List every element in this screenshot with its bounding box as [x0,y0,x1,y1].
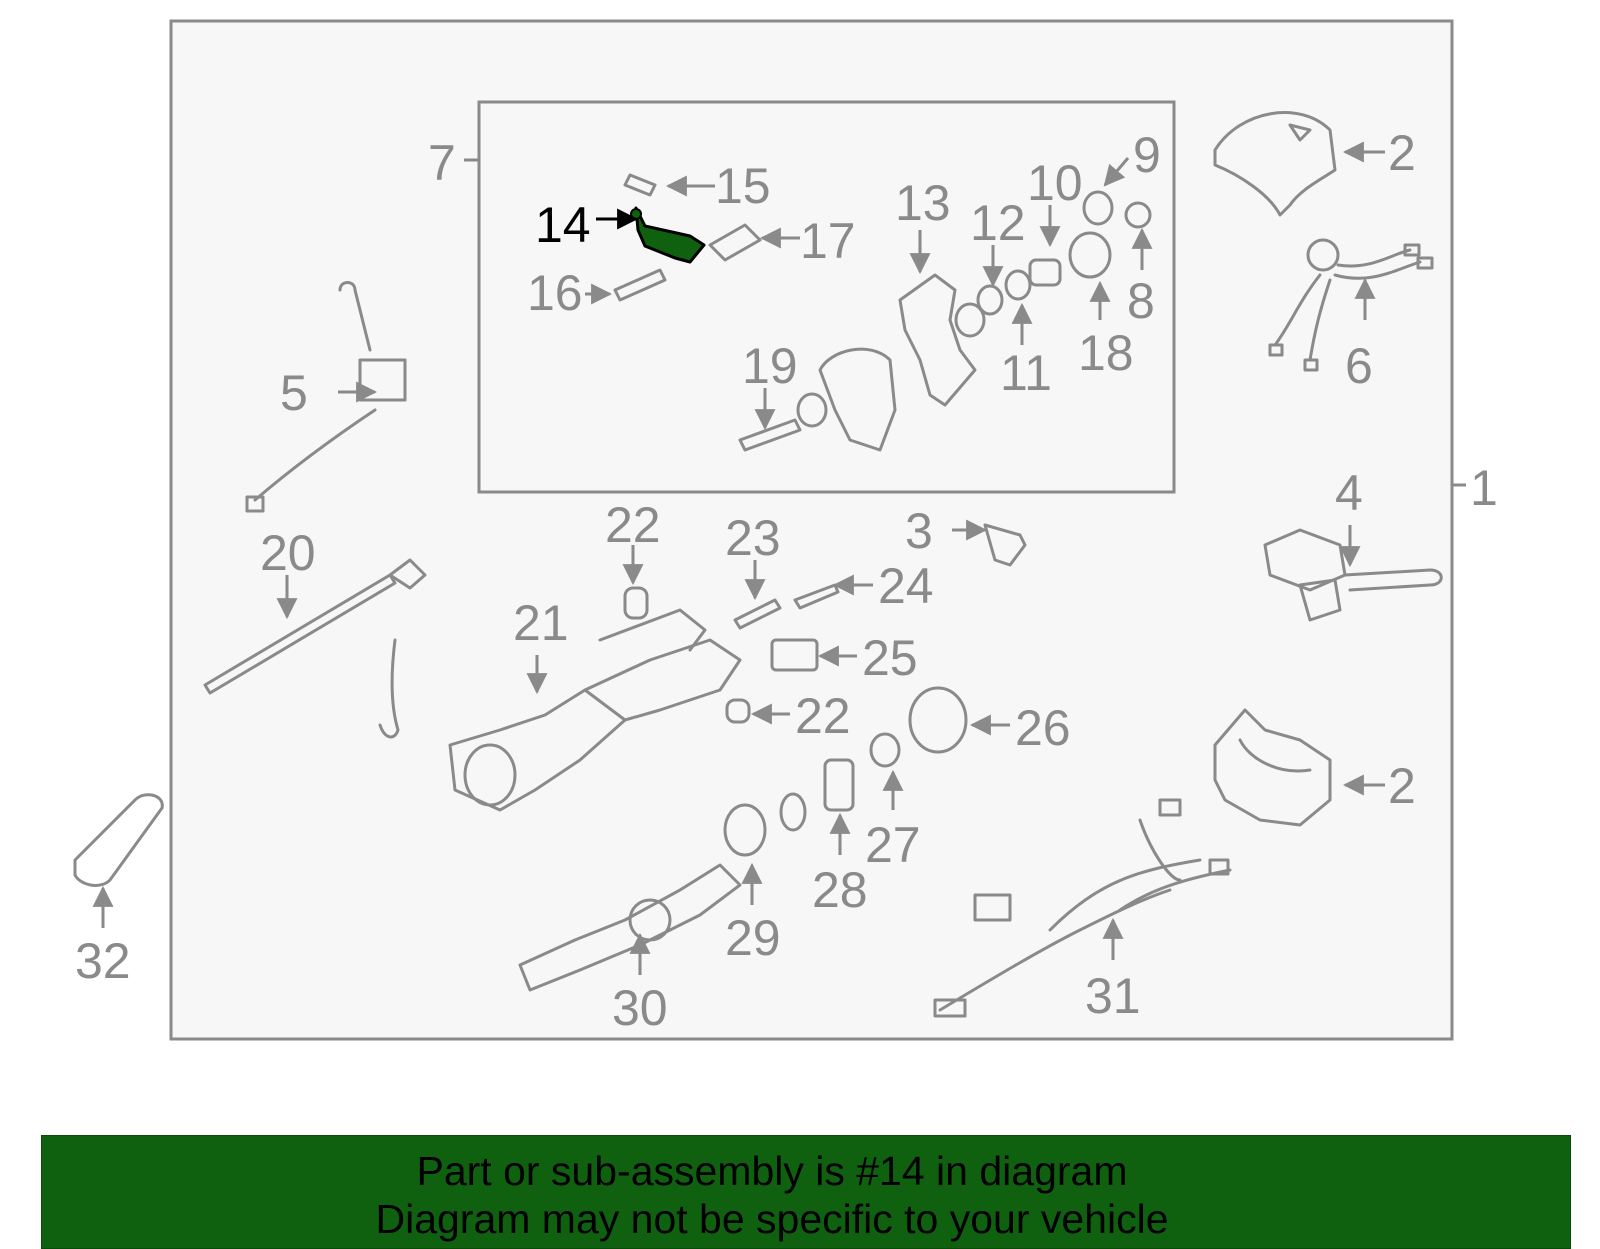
callout-labels: 1 2 2 3 4 5 6 7 8 9 10 11 12 13 14 15 16… [75,125,1498,1036]
callout-12: 12 [970,195,1026,251]
switch-5 [245,281,407,513]
callout-1: 1 [1470,460,1498,516]
callout-18: 18 [1078,325,1134,381]
callout-2-lower: 2 [1388,758,1416,814]
callout-7: 7 [428,135,456,191]
callout-26: 26 [1015,700,1071,756]
callout-30: 30 [612,980,668,1036]
callout-21: 21 [513,595,569,651]
callout-10: 10 [1027,155,1083,211]
callout-15: 15 [715,158,771,214]
combination-switch [1263,528,1443,622]
column-housing-21 [448,608,742,812]
wiring-harness-31 [933,798,1232,1018]
callout-6: 6 [1345,338,1373,394]
callout-5: 5 [280,365,308,421]
callout-13: 13 [895,175,951,231]
callout-16: 16 [527,265,583,321]
callout-4: 4 [1335,465,1363,521]
callout-17: 17 [800,213,856,269]
callout-11: 11 [1000,345,1052,401]
leader-lines [92,141,1466,975]
callout-20: 20 [260,525,316,581]
callout-25: 25 [862,630,918,686]
callout-23: 23 [725,510,781,566]
boot-32 [73,793,164,887]
callout-22-lower: 22 [795,688,851,744]
lower-column-cover [1213,708,1332,827]
callout-32: 32 [75,933,131,989]
callout-9: 9 [1133,127,1161,183]
callout-14: 14 [535,197,591,253]
callout-8: 8 [1127,273,1155,329]
harness-6 [1268,238,1434,372]
banner-disclaimer: Diagram may not be specific to your vehi… [375,1196,1169,1242]
callout-2-upper: 2 [1388,125,1416,181]
lock-housing-13 [818,273,977,452]
banner-part-reference: Part or sub-assembly is #14 in diagram [416,1148,1128,1194]
shift-rod-20 [203,558,427,739]
callout-31: 31 [1085,968,1141,1024]
callout-19: 19 [742,338,798,394]
misc-parts [623,523,1027,857]
callout-22-upper: 22 [605,497,661,553]
callout-3: 3 [905,503,933,559]
callout-24: 24 [878,558,934,614]
callout-29: 29 [725,910,781,966]
upper-column-cover [1213,111,1337,217]
callout-28: 28 [812,862,868,918]
callout-27: 27 [865,817,921,873]
part-info-banner: Part or sub-assembly is #14 in diagram D… [41,1135,1571,1249]
